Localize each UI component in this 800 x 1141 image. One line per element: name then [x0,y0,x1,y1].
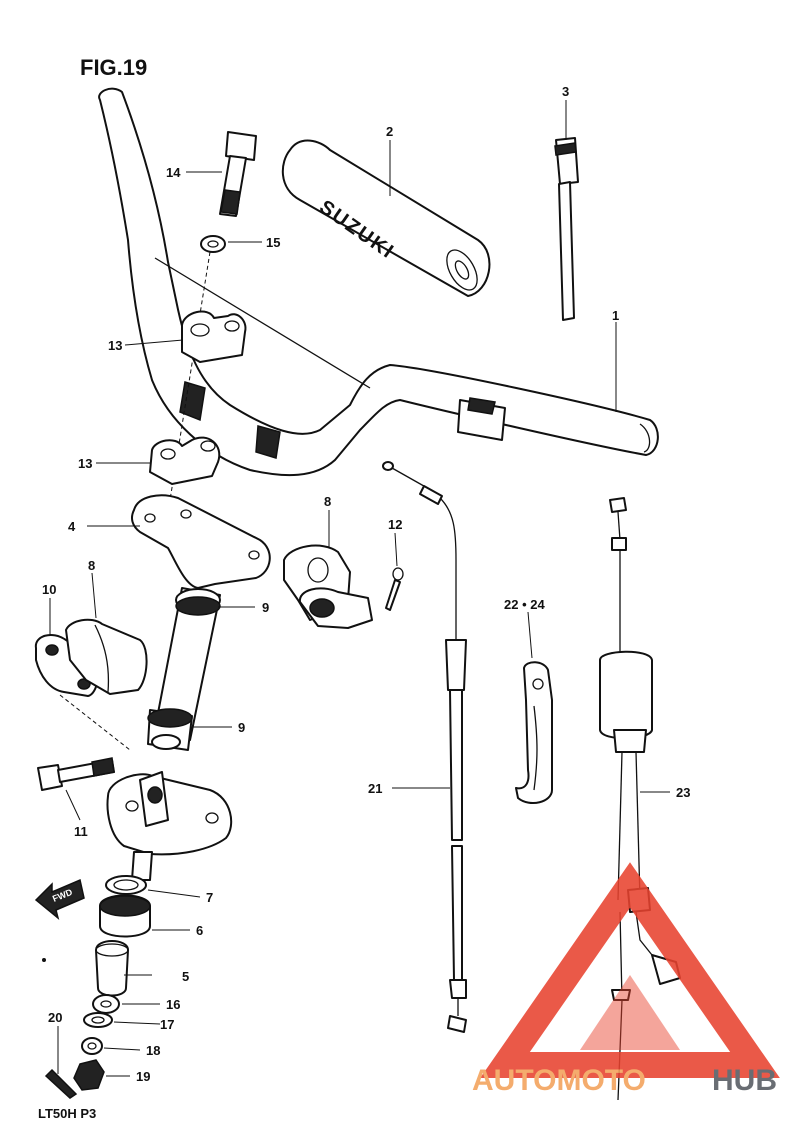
handlebar [98,87,659,477]
watermark-text-auto: AUTOMOTO [472,1064,646,1097]
steering-stem-plate [131,494,271,589]
watermark-logo: AUTOMOTO HUB [472,862,780,1097]
clamp-plate-10 [34,633,99,697]
handlebar-holder-upper [181,310,247,363]
callout-13-upper: 13 [108,338,122,353]
callout-9-lower: 9 [238,720,245,735]
watermark-text-hub: HUB [712,1064,777,1097]
handlebar-grip: SUZUKI [281,139,491,297]
clamp-bracket-8-right [283,544,373,629]
callout-6: 6 [196,923,203,938]
callout-10: 10 [42,582,56,597]
callout-11: 11 [74,824,88,839]
callout-20: 20 [48,1010,62,1025]
cable-tie-strap [554,137,579,321]
washer-15 [200,235,226,253]
callout-18: 18 [146,1043,160,1058]
callout-8-right: 8 [324,494,331,509]
callout-1: 1 [612,308,619,323]
bolt-14 [219,131,257,217]
bearing-race-7 [105,875,147,895]
washer-18 [81,1037,103,1055]
callout-19: 19 [136,1069,150,1084]
bushing-5 [95,940,129,997]
lever-guard-22-24 [515,661,553,805]
callout-7: 7 [206,890,213,905]
figure-title: FIG.19 [80,55,147,80]
cotter-pin-20 [44,1068,78,1099]
clamp-block-8-left [65,618,148,695]
fwd-arrow: FWD [34,878,85,921]
callout-22-24: 22 • 24 [504,597,545,612]
model-label: LT50H P3 [38,1106,96,1121]
bolt-11 [37,757,115,791]
callout-5: 5 [182,969,189,984]
callout-13-lower: 13 [78,456,92,471]
nut-19 [73,1059,105,1091]
leader-lines [49,100,670,1077]
callout-3: 3 [562,84,569,99]
washer-16 [92,994,120,1014]
lower-bracket [106,771,233,881]
cotter-pin-12 [385,567,404,611]
steering-shaft [147,587,221,751]
callout-15: 15 [266,235,280,250]
callout-4: 4 [68,519,76,534]
callout-12: 12 [388,517,402,532]
callout-23: 23 [676,785,690,800]
throttle-cable-21 [382,461,467,1033]
callout-8-left: 8 [88,558,95,573]
callout-2: 2 [386,124,393,139]
cable-assembly-23 [599,497,681,1101]
handlebar-holder-lower [149,436,221,485]
callout-17: 17 [160,1017,174,1032]
callout-16: 16 [166,997,180,1012]
callout-9-upper: 9 [262,600,269,615]
washer-17 [83,1012,113,1028]
callout-labels: 1 2 3 4 5 6 7 8 8 9 9 10 11 12 13 13 14 … [42,84,690,1084]
callout-14: 14 [166,165,181,180]
bearing-6 [99,894,151,938]
callout-21: 21 [368,781,382,796]
